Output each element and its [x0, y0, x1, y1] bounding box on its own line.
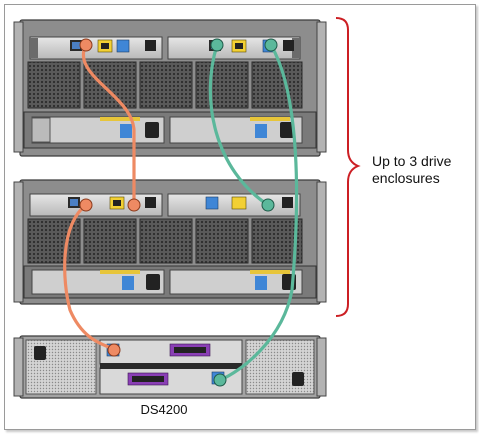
- enclosure-1-bays: [27, 61, 303, 109]
- drive-enclosure-2: [13, 179, 327, 305]
- enclosure-range-bracket: [335, 17, 361, 317]
- esm-d-ports-icon: [205, 196, 293, 210]
- orange-cable-1: [79, 38, 141, 212]
- esm-c-ports-icon: [68, 196, 156, 210]
- green-cable-2: [213, 38, 299, 387]
- orange-cable-2: [63, 198, 121, 357]
- controller-label: DS4200: [140, 402, 188, 417]
- controller-enclosure: [13, 335, 327, 399]
- enclosure-range-line-1: Up to 3 drive: [372, 153, 452, 169]
- enclosure-range-label: Up to 3 drive enclosures: [372, 153, 472, 187]
- green-cable-1: [208, 38, 275, 212]
- drive-enclosure-1: [13, 19, 327, 157]
- enclosure-range-line-2: enclosures: [372, 170, 440, 186]
- enclosure-2-bays: [27, 218, 303, 264]
- esm-a-ports-icon: [70, 39, 156, 53]
